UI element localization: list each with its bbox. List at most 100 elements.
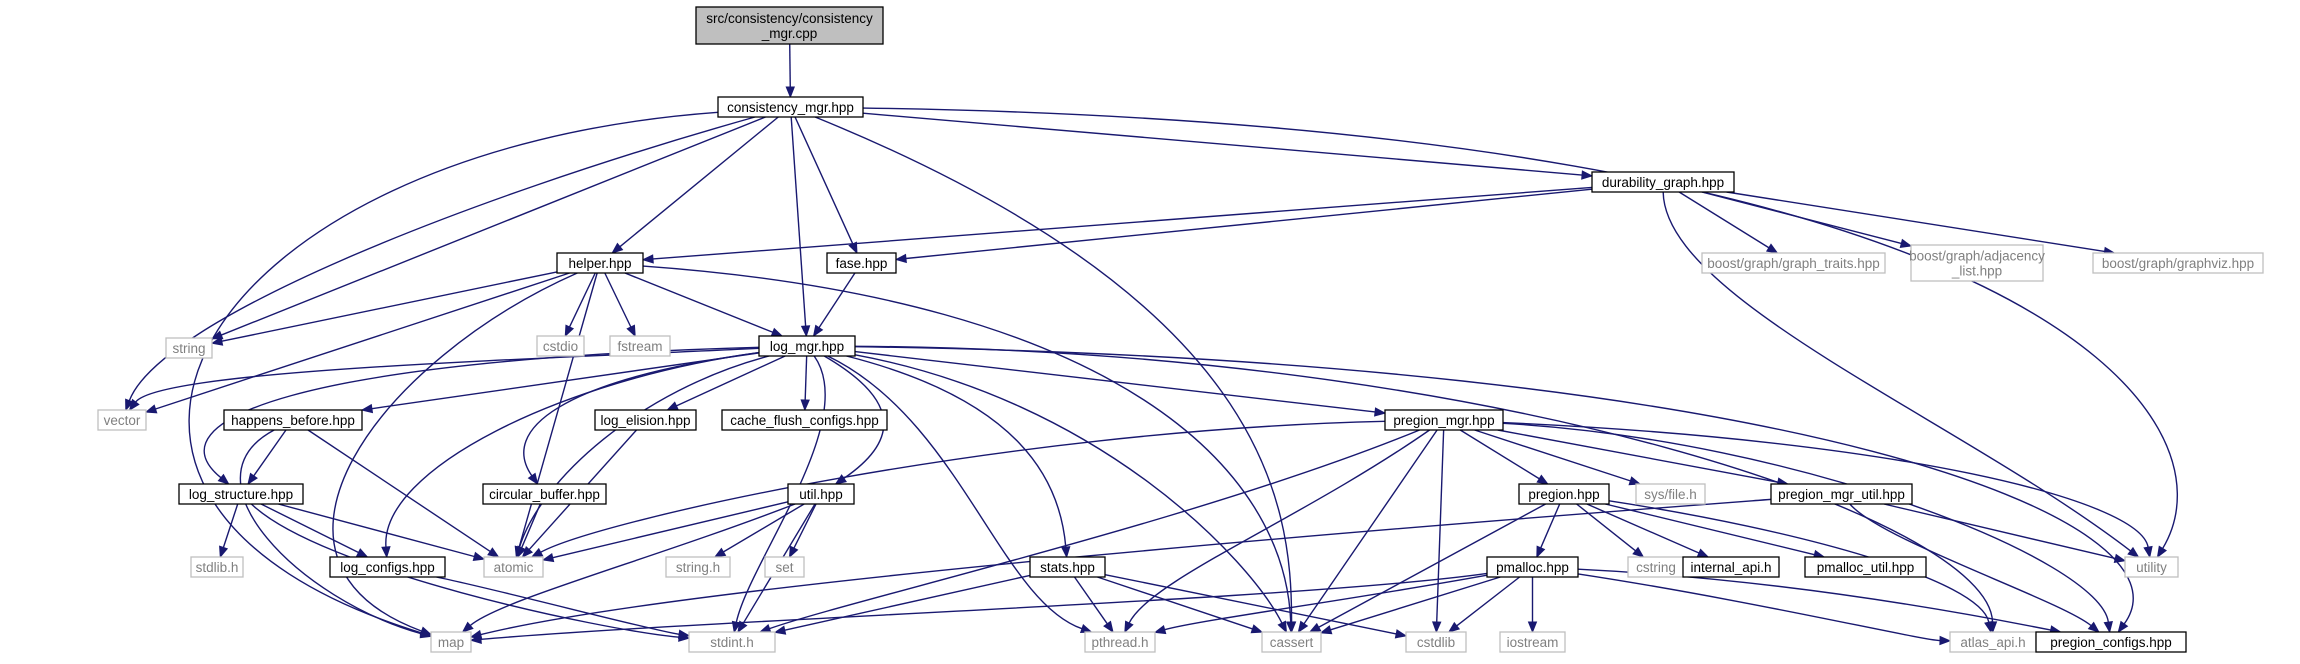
node-stdlib: stdlib.h	[190, 556, 244, 578]
node-pregion-configs[interactable]: pregion_configs.hpp	[2035, 631, 2187, 653]
node-label: log_mgr.hpp	[770, 339, 844, 354]
edge-pmalloc-to-atlas-api	[1577, 573, 1952, 646]
node-stringh: string.h	[665, 556, 731, 578]
arrowhead-icon	[812, 324, 824, 338]
edge-line	[1459, 429, 1540, 480]
node-pmalloc[interactable]: pmalloc.hpp	[1486, 556, 1579, 578]
node-box	[787, 483, 855, 505]
edge-line	[789, 43, 791, 88]
node-helper[interactable]: helper.hpp	[556, 252, 644, 274]
edge-durability-graph-to-utility	[1662, 191, 2140, 558]
edge-line	[1128, 429, 1430, 624]
node-stats[interactable]: stats.hpp	[1029, 556, 1106, 578]
edge-helper-to-string	[210, 271, 558, 346]
node-log-mgr[interactable]: log_mgr.hpp	[758, 335, 856, 357]
edge-line	[523, 351, 760, 477]
arrowhead-icon	[1124, 620, 1134, 634]
arrowhead-icon	[770, 327, 784, 337]
edge-line	[469, 503, 796, 627]
edge-log-mgr-to-stats	[846, 355, 1071, 559]
node-box	[483, 556, 544, 578]
arrowhead-icon	[541, 552, 555, 563]
edge-layer	[125, 43, 2179, 646]
arrowhead-icon	[894, 253, 907, 264]
node-pregion-mgr-util[interactable]: pregion_mgr_util.hpp	[1770, 483, 1913, 505]
edge-pregion-mgr-to-utility	[1502, 421, 2153, 559]
arrowhead-icon	[210, 330, 224, 340]
edge-stats-to-pthread	[1073, 576, 1114, 634]
node-box	[1682, 556, 1780, 578]
node-pmalloc-util[interactable]: pmalloc_util.hpp	[1804, 556, 1927, 578]
edge-line	[1605, 503, 1815, 556]
edge-line	[1849, 503, 2092, 627]
arrowhead-icon	[469, 634, 482, 645]
node-label: stdint.h	[710, 635, 754, 650]
edge-consistency-hpp-to-helper	[611, 116, 779, 254]
node-util[interactable]: util.hpp	[787, 483, 855, 505]
node-label: vector	[104, 413, 141, 428]
edge-helper-to-log-mgr	[624, 272, 784, 337]
node-label: happens_before.hpp	[231, 413, 355, 428]
edge-util-to-set	[788, 503, 817, 559]
edge-log-mgr-to-cassert	[854, 354, 1288, 634]
arrowhead-icon	[626, 324, 636, 338]
edge-line	[480, 572, 1488, 641]
arrowhead-icon	[773, 625, 787, 635]
node-label: stdlib.h	[196, 560, 239, 575]
node-label: stats.hpp	[1040, 560, 1095, 575]
arrowhead-icon	[731, 620, 742, 634]
node-box	[764, 556, 805, 578]
node-consistency-hpp[interactable]: consistency_mgr.hpp	[717, 96, 864, 118]
edge-line	[1073, 576, 1108, 625]
node-circular-buffer[interactable]: circular_buffer.hpp	[482, 483, 607, 505]
edge-line	[827, 355, 1083, 630]
edge-consistency-hpp-to-durability-graph	[862, 112, 1594, 180]
arrowhead-icon	[1297, 620, 1309, 634]
arrowhead-icon	[641, 254, 654, 264]
edge-util-to-stringh	[713, 503, 805, 558]
node-box	[482, 483, 607, 505]
node-log-structure[interactable]: log_structure.hpp	[178, 483, 304, 505]
node-pregion[interactable]: pregion.hpp	[1518, 483, 1610, 505]
node-label: log_structure.hpp	[189, 487, 293, 502]
node-label: pthread.h	[1091, 635, 1148, 650]
arrowhead-icon	[1153, 625, 1167, 635]
node-box	[758, 335, 856, 357]
node-box	[594, 409, 697, 431]
node-internal-api[interactable]: internal_api.h	[1682, 556, 1780, 578]
edge-line	[1456, 576, 1521, 627]
arrowhead-icon	[1939, 635, 1952, 646]
node-consistency-cpp[interactable]: src/consistency/consistency_mgr.cpp	[695, 6, 884, 45]
arrowhead-icon	[360, 403, 374, 414]
node-label: fstream	[617, 339, 662, 354]
arrowhead-icon	[1103, 620, 1114, 634]
arrowhead-icon	[521, 546, 534, 559]
node-box	[1486, 556, 1579, 578]
edge-line	[1883, 503, 2116, 560]
edge-consistency-hpp-to-fase	[794, 116, 858, 255]
edge-pregion-mgr-util-to-pregion-configs	[1849, 503, 2100, 633]
node-fase[interactable]: fase.hpp	[826, 252, 897, 274]
node-cache-flush[interactable]: cache_flush_configs.hpp	[721, 409, 888, 431]
edge-line	[1662, 191, 2131, 552]
node-pregion-mgr[interactable]: pregion_mgr.hpp	[1384, 409, 1504, 431]
node-box	[688, 631, 776, 653]
arrowhead-icon	[1250, 624, 1264, 634]
edge-log-mgr-to-cache-flush	[800, 355, 810, 412]
node-label: atlas_api.h	[1960, 635, 2025, 650]
node-durability-graph[interactable]: durability_graph.hpp	[1591, 171, 1735, 193]
edge-consistency-hpp-to-log-mgr	[790, 116, 811, 338]
edge-line	[1318, 503, 1546, 628]
edge-line	[619, 116, 779, 248]
arrowhead-icon	[247, 472, 258, 486]
node-box	[721, 409, 888, 431]
edge-log-structure-to-stdlib	[219, 503, 239, 559]
node-label: fase.hpp	[836, 256, 888, 271]
node-log-elision[interactable]: log_elision.hpp	[594, 409, 697, 431]
arrowhead-icon	[219, 545, 229, 559]
edge-pregion-mgr-util-to-utility	[1883, 503, 2127, 563]
arrowhead-icon	[381, 546, 391, 559]
node-happens-before[interactable]: happens_before.hpp	[223, 409, 363, 431]
node-log-configs[interactable]: log_configs.hpp	[329, 556, 446, 578]
